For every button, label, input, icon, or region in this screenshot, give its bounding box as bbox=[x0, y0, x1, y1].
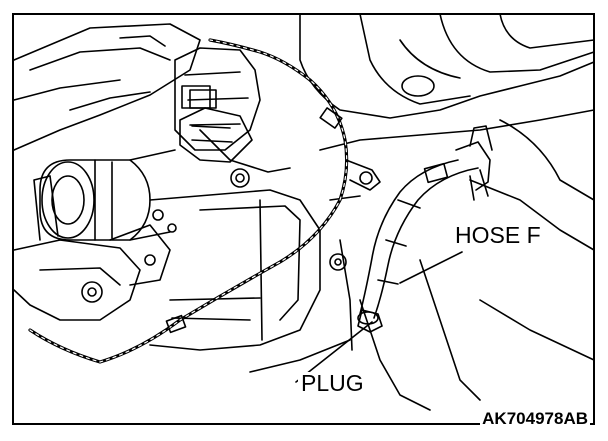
hose-f-label: HOSE F bbox=[452, 224, 544, 247]
throttle-body bbox=[174, 47, 291, 188]
center-tray bbox=[149, 189, 347, 351]
hose-f bbox=[357, 125, 493, 325]
engine-cover bbox=[13, 23, 201, 151]
plug-part bbox=[357, 309, 383, 333]
hose-leader-line bbox=[399, 251, 463, 284]
connector-block bbox=[179, 89, 253, 163]
diagram-border bbox=[12, 13, 595, 425]
left-bracket bbox=[13, 175, 171, 321]
plug-label: PLUG bbox=[298, 372, 367, 395]
harness-clips bbox=[165, 107, 381, 334]
figure-id: AK704978AB bbox=[480, 409, 590, 428]
wiring-harness-dashes bbox=[29, 39, 348, 363]
right-panel bbox=[249, 109, 595, 411]
